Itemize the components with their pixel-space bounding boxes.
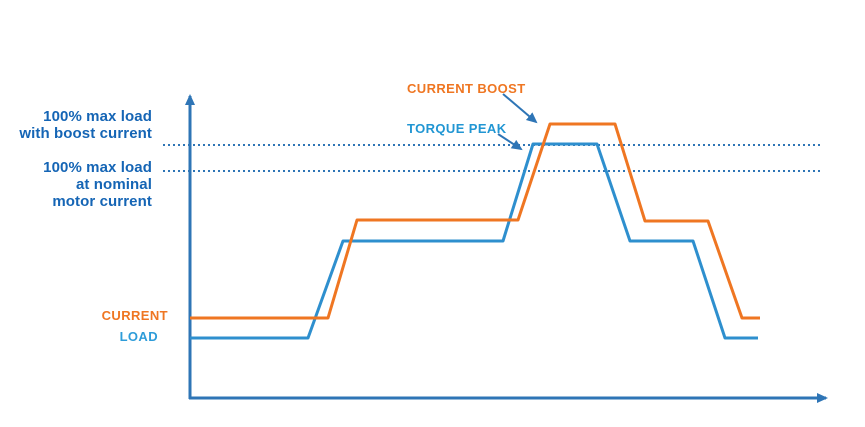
annotation-current-boost: CURRENT BOOST	[407, 81, 526, 96]
label-max-load-boost: 100% max load with boost current	[19, 108, 152, 142]
series-label-load: LOAD	[119, 329, 158, 344]
annotation-torque-peak: TORQUE PEAK	[407, 121, 507, 136]
label-max-load-nominal: 100% max load at nominal motor current	[43, 159, 152, 210]
series-label-current: CURRENT	[101, 308, 168, 323]
